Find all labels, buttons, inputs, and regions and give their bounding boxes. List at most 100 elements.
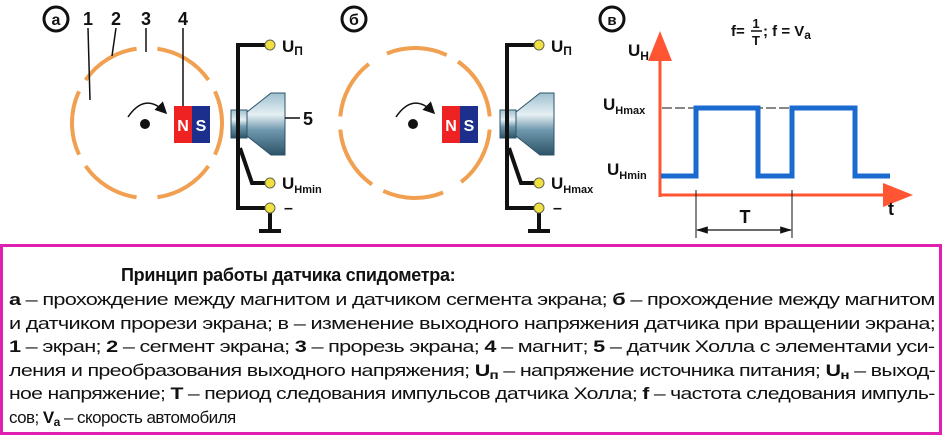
screen-segment [456,59,492,117]
panel-a: а 1 2 3 4 N S 5 UП UHmin – [42,5,322,233]
label-1: 1 [83,9,93,29]
label-3: 3 [141,9,151,29]
caption-line: и датчиком прорези экрана; в – изменение… [9,314,936,334]
magnet-south [192,106,210,143]
leader-lines [87,27,184,135]
rotation-axis [408,119,418,129]
formula-rest: ; f = V [763,23,804,40]
formula-den: T [752,33,760,48]
panel-b: б N S UП UHmax – [338,5,594,233]
caption-segment: б [612,290,625,309]
ground-label: – [553,200,562,217]
period-label: T [740,207,751,227]
screen-segment [338,62,371,117]
caption-segment: – сегмент экрана; [117,337,295,357]
caption-segment: – экран; [20,337,107,357]
magnet-s-label: S [464,118,475,135]
svg-text:UП: UП [551,37,572,58]
magnet-south [460,106,478,143]
wire [238,147,270,185]
formula-sub: a [804,28,811,42]
supply-sub: П [294,44,303,58]
caption-box: Принцип работы датчика спидометра: а – п… [0,244,942,435]
umin-sub: Hmin [619,170,647,182]
panel-a-badge-label: а [52,12,61,29]
terminal [533,39,545,51]
magnet-s-label: S [196,118,207,135]
terminal [533,177,545,189]
caption-segment: а [9,290,21,309]
magnet-north [442,106,460,143]
label-5: 5 [303,109,313,129]
supply-label: U [282,37,294,56]
caption-segment: 2 [106,337,118,357]
svg-text:UHmin: UHmin [282,174,322,196]
panel-c-signal-graph: в f= 1 T ; f = Va UH UHmax UHmin t T [598,5,913,238]
rotation-arrow-icon [127,101,168,118]
caption-segment: ное напряжение; [9,384,171,404]
screen-segment [70,90,81,156]
caption-segment: 3 [294,337,307,357]
svg-text:UHmax: UHmax [603,95,646,117]
caption-line: ное напряжение; T – период следования им… [9,384,935,404]
caption-segment: U [825,360,841,380]
caption-segment: T [170,384,183,404]
terminal [264,177,276,189]
screen-segment [213,90,224,156]
caption-segment: – магнит; [495,337,594,357]
caption-line: ления и преобразования выходного напряже… [9,360,936,382]
screen-segment [459,129,492,184]
screen-segment [386,46,448,57]
caption-segment: 1 [9,337,21,357]
caption-segment: н [840,367,849,382]
wire [236,43,270,210]
magnet-n-label: N [445,118,457,135]
caption-segment: U [474,360,491,380]
output-label: U [551,174,563,193]
screen-segment [338,129,374,187]
caption-title: Принцип работы датчика спидометра: [121,265,456,285]
wiring-b [505,39,550,233]
sensor-housing [515,92,555,156]
screen-segment [157,164,211,200]
caption-segment: – прохождение между магнитом и датчиком … [20,290,613,309]
y-axis-sub: H [640,49,649,63]
wire [505,43,539,210]
rotation-axis [140,119,150,129]
label-2: 2 [111,9,121,29]
supply-label: U [551,37,563,56]
output-label: U [282,174,294,193]
terminal [533,202,545,214]
caption-segment: п [489,367,499,382]
formula-f: f= [731,23,745,40]
panel-b-badge [340,5,368,33]
panel-c-badge-label: в [607,12,616,29]
panel-c-badge [598,5,626,33]
y-axis-label: U [628,41,640,60]
supply-sub: П [563,44,572,58]
caption-segment: 5 [593,337,605,357]
wire [507,147,539,185]
sensor-housing [246,92,286,156]
magnet-north [174,106,192,143]
svg-text:; f = Va: ; f = Va [763,23,811,42]
screen-ring [338,46,492,200]
caption-segment: – прорезь экрана; [306,337,485,357]
caption-line: сов; Va – скорость автомобиля [9,408,236,429]
caption-segment: f [642,384,649,404]
svg-text:UHmax: UHmax [551,174,594,196]
umin-label: U [607,160,619,179]
caption-segment: сов; [9,408,43,427]
svg-text:UH: UH [628,41,649,63]
terminal [264,202,276,214]
wiring-a [236,39,281,233]
screen-segment [157,46,211,82]
panel-b-badge-label: б [349,12,359,29]
ground-label: – [284,200,293,217]
caption-line: 1 – экран; 2 – сегмент экрана; 3 – проре… [9,337,935,357]
label-4: 4 [178,9,188,29]
screen-segment [83,164,137,200]
screen-segment [382,189,444,200]
caption-segment: – выход- [848,360,936,380]
speedometer-sensor-diagram: а 1 2 3 4 N S 5 UП UHmin – б N S UП [42,5,913,238]
